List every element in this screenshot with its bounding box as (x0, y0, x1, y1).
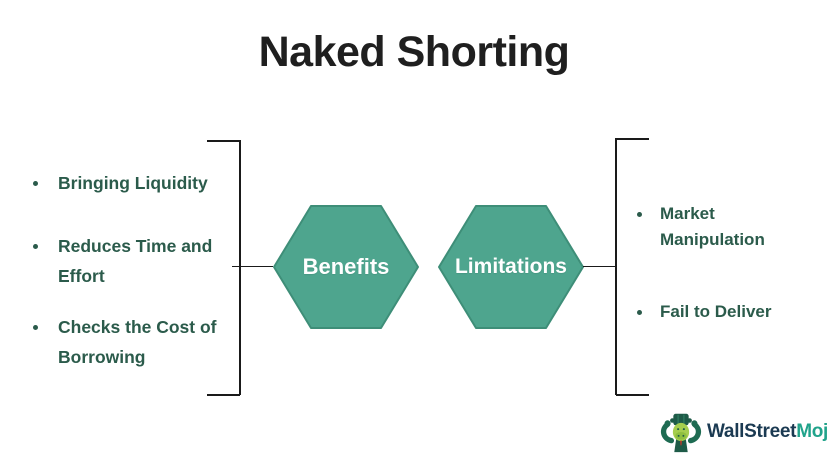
bullet-icon (33, 181, 38, 186)
limitations-item-text: Fail to Deliver (660, 302, 772, 321)
bullet-icon (637, 310, 642, 315)
page-title: Naked Shorting (258, 28, 570, 76)
bullet-icon (637, 212, 642, 217)
benefits-item-text: Bringing Liquidity (58, 173, 208, 193)
hexagon-shape-icon (273, 205, 419, 329)
benefits-hexagon-label: Benefits (302, 254, 390, 279)
right-bracket-tick (616, 138, 649, 140)
benefits-list-item: Bringing Liquidity (33, 168, 240, 198)
limitations-list-item: Market Manipulation (637, 201, 792, 253)
limitations-hexagon: Limitations (436, 203, 586, 331)
benefits-hexagon: Benefits (271, 203, 421, 331)
logo-text-accent: Mojo (796, 421, 828, 442)
right-bracket-line (615, 138, 617, 395)
left-bracket-tick (207, 394, 240, 396)
logo-text-primary: WallStreet (707, 421, 797, 442)
benefits-list-item: Reduces Time and Effort (33, 231, 240, 291)
limitations-hexagon-label: Limitations (454, 255, 567, 278)
logo-text: WallStreetMojo (707, 421, 828, 443)
benefits-item-text: Reduces Time and Effort (58, 236, 213, 286)
hexagon-shape-icon (438, 205, 584, 329)
wallstreetmojo-logo: WallStreetMojo (658, 409, 828, 455)
bullet-icon (33, 325, 38, 330)
right-bracket-tick (616, 394, 649, 396)
left-bracket-line (239, 140, 241, 395)
benefits-connector-line (232, 265, 273, 267)
benefits-item-text: Checks the Cost of Borrowing (58, 317, 217, 367)
limitations-connector-line (583, 265, 616, 267)
benefits-list-item: Checks the Cost of Borrowing (33, 312, 240, 372)
left-bracket-tick (207, 140, 240, 142)
limitations-list-item: Fail to Deliver (637, 299, 792, 325)
bull-mascot-icon (660, 413, 702, 453)
bullet-icon (33, 244, 38, 249)
limitations-item-text: Market Manipulation (660, 204, 765, 249)
